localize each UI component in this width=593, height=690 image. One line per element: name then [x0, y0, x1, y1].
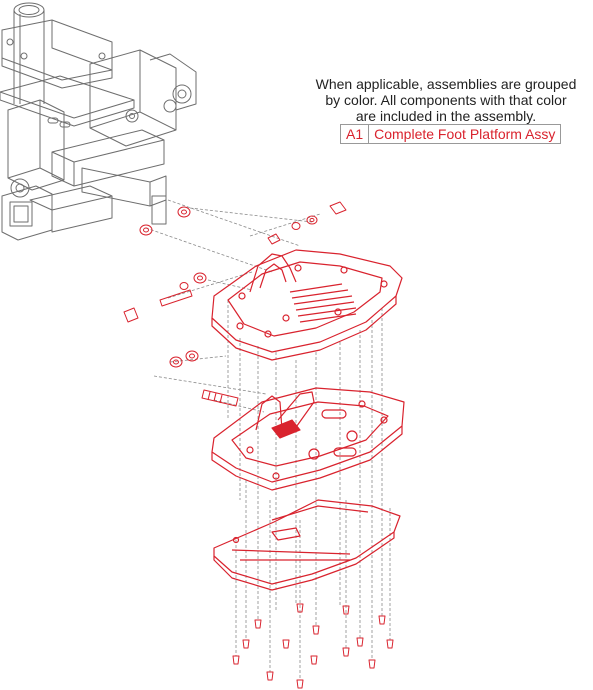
- upper-foot-platform: [211, 249, 403, 361]
- assembly-legend: A1 Complete Foot Platform Assy: [339, 124, 562, 144]
- legend-row: A1 Complete Foot Platform Assy: [339, 124, 562, 144]
- note-line-3: are included in the assembly.: [355, 108, 537, 124]
- hinge-hardware: [169, 350, 239, 407]
- chassis-frame: [0, 2, 197, 241]
- leader-lines: [145, 199, 391, 680]
- upper-hardware: [123, 201, 347, 323]
- legend-code: A1: [339, 124, 370, 144]
- assembly-a1: [123, 201, 405, 689]
- legend-label: Complete Foot Platform Assy: [368, 124, 562, 144]
- assembly-note: When applicable, assemblies are grouped …: [300, 76, 592, 124]
- lower-foot-plate: [213, 499, 401, 591]
- mounting-plate: [211, 387, 405, 491]
- screws: [232, 603, 394, 689]
- note-line-1: When applicable, assemblies are grouped: [315, 76, 577, 92]
- note-line-2: by color. All components with that color: [325, 92, 567, 108]
